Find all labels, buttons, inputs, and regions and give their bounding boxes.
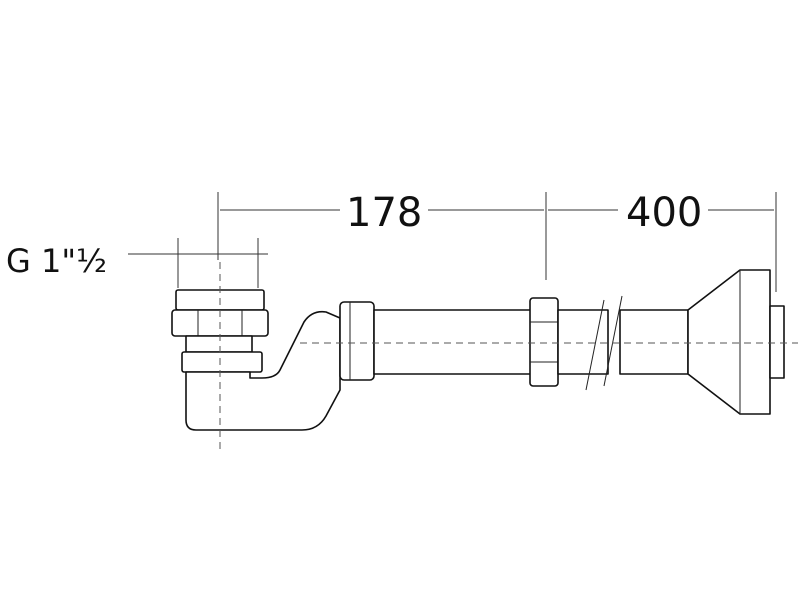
wall-rosette (687, 269, 785, 415)
dimension-178-label: 178 (346, 190, 422, 236)
outlet-pipe (339, 295, 689, 391)
trap-elbow (185, 310, 341, 431)
dimension-lines (128, 192, 777, 292)
dimension-400-label: 400 (626, 190, 702, 236)
thread-size-label: G 1"½ (6, 242, 107, 280)
